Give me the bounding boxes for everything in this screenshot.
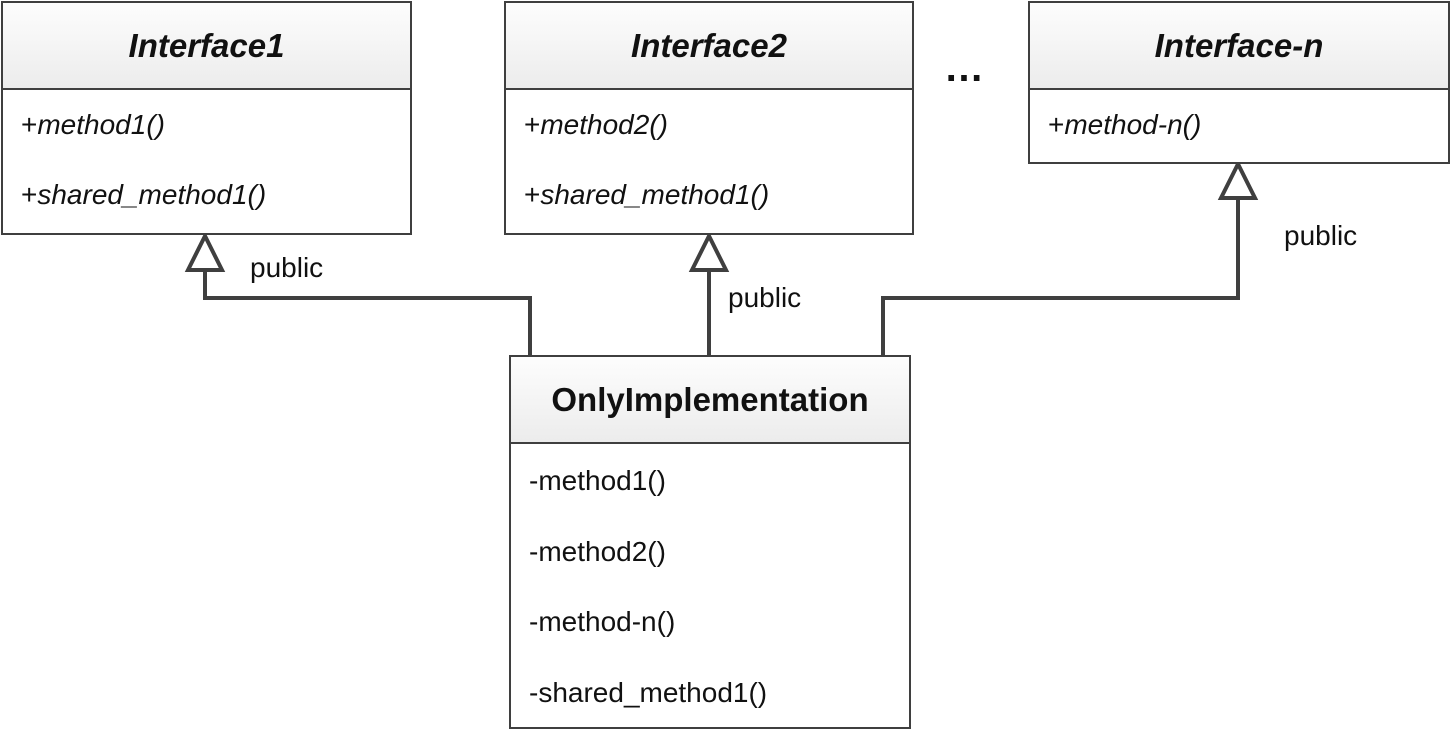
interface-1-method-1: +method1(): [21, 109, 165, 140]
relation-label-interface2: public: [728, 282, 802, 313]
interface-2-title: Interface2: [506, 3, 912, 90]
interface-1-title: Interface1: [3, 3, 410, 90]
interface-1-method-2: +shared_method1(): [21, 179, 267, 210]
implementation-method-4: -shared_method1(): [529, 677, 768, 708]
interface-n-box: Interface-n +method-n(): [1028, 1, 1450, 164]
interface-2-box: Interface2 +method2() +shared_method1(): [504, 1, 914, 235]
interface-n-title: Interface-n: [1030, 3, 1448, 90]
interface-2-method-2: +shared_method1(): [524, 179, 770, 210]
more-interfaces-ellipsis: …: [944, 46, 986, 90]
interface-n-method-1: +method-n(): [1048, 109, 1202, 140]
implementation-method-1: -method1(): [529, 465, 666, 496]
generalization-arrowhead-interface-n: [1217, 159, 1259, 200]
interface-1-box: Interface1 +method1() +shared_method1(): [1, 1, 412, 235]
generalization-arrowhead-interface1: [184, 231, 226, 272]
interface-2-method-1: +method2(): [524, 109, 668, 140]
implementation-method-2: -method2(): [529, 536, 666, 567]
generalization-arrowhead-interface2: [688, 231, 730, 272]
relation-label-interface-n: public: [1284, 220, 1358, 251]
relation-line-interface1: [203, 270, 532, 356]
implementation-method-3: -method-n(): [529, 606, 676, 637]
relation-line-interface-n: [881, 198, 1240, 356]
implementation-class-box: OnlyImplementation -method1() -method2()…: [509, 355, 911, 729]
relation-label-interface1: public: [250, 252, 324, 283]
implementation-class-title: OnlyImplementation: [511, 357, 909, 444]
